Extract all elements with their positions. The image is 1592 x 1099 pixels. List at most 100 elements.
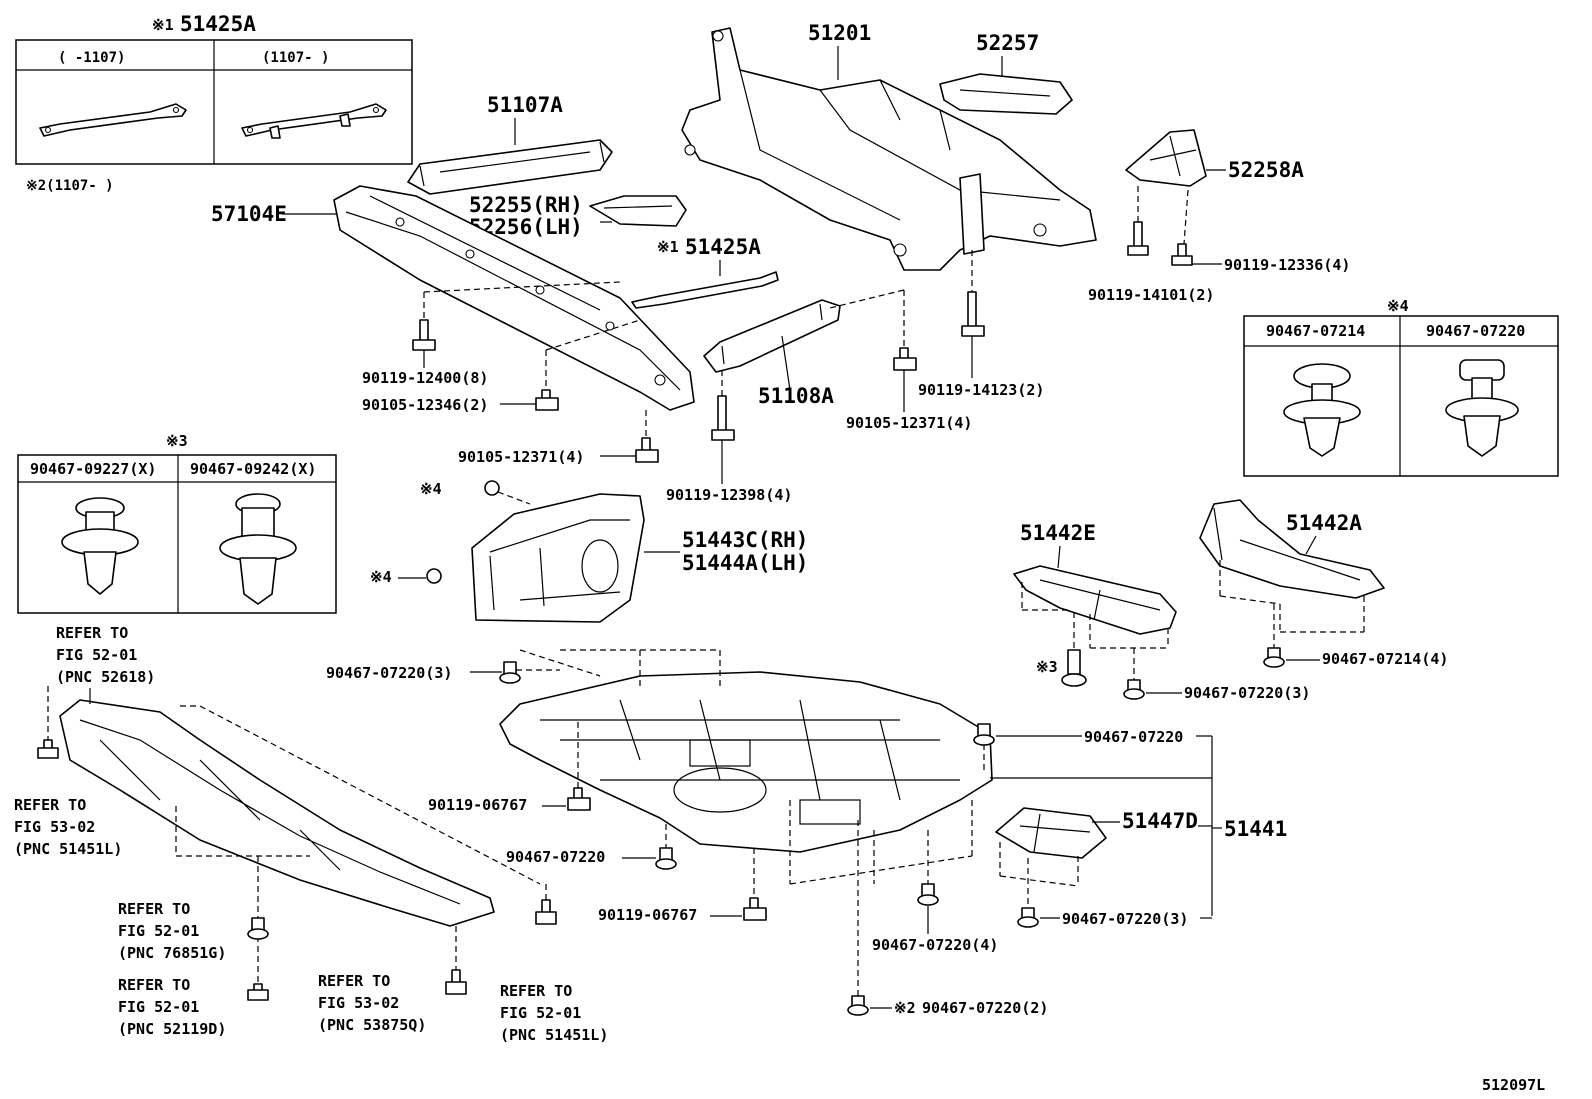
ref-51451L-left-line2: FIG 53-02 — [14, 818, 95, 836]
brace-52255 — [589, 195, 687, 227]
ref-76851G-line2: FIG 52-01 — [118, 922, 199, 940]
part-51442A: 51442A 90467-07214(4) — [1199, 499, 1448, 668]
bolt-90119-06767-a — [567, 787, 591, 811]
bolt-90119-06767-b — [743, 897, 767, 921]
label-90119-14123: 90119-14123(2) — [918, 381, 1044, 399]
inset-clip4: ※4 90467-07214 90467-07220 — [1243, 297, 1559, 477]
label-52257: 52257 — [976, 31, 1039, 55]
label-90467-07214-4: 90467-07214(4) — [1322, 650, 1448, 668]
label-51425A: 51425A — [685, 235, 761, 259]
label-90105-12371-right: 90105-12371(4) — [846, 414, 972, 432]
clip-90467-07214-4 — [1263, 647, 1285, 668]
inset-51425A-note: ※2(1107- ) — [26, 178, 114, 194]
inset-51425A-mark: ※1 — [152, 16, 174, 34]
part-51107A: 51107A — [407, 93, 613, 195]
label-57104E: 57104E — [211, 202, 287, 226]
label-51441: 51441 — [1224, 817, 1287, 841]
label-90467-07220-3c: 90467-07220(3) — [1062, 910, 1188, 928]
label-90467-07220-4: 90467-07220(4) — [872, 936, 998, 954]
reference-51451L-right: REFER TO FIG 52-01 (PNC 51451L) — [500, 982, 608, 1044]
clip-90467-07220-3b — [1123, 679, 1145, 700]
bolt-90105-12371-left — [635, 437, 659, 463]
bracket-51425A — [631, 271, 779, 309]
ref-76851G-line3: (PNC 76851G) — [118, 944, 226, 962]
bolt-90105-12371-right — [893, 347, 917, 371]
bumper-lower-cover — [59, 699, 495, 927]
label-51442E: 51442E — [1020, 521, 1096, 545]
inset-clip4-frame — [1243, 315, 1559, 477]
ref-51451L-left-line3: (PNC 51451L) — [14, 840, 122, 858]
clip-mark3 — [1061, 649, 1087, 687]
figure-id: 512097L — [1482, 1076, 1545, 1094]
clip-90467-07220-right — [973, 723, 995, 746]
ref-52119D-line1: REFER TO — [118, 976, 190, 994]
ref-51451L-right-line2: FIG 52-01 — [500, 1004, 581, 1022]
bolt-90119-14123 — [961, 291, 985, 337]
reinforcement-51108A — [703, 299, 841, 373]
inset-clip4-mark: ※4 — [1387, 297, 1409, 315]
inset-clip4-col-right: 90467-07220 — [1426, 322, 1525, 340]
part-51201: 51201 — [681, 21, 1097, 271]
inset-51425A-part-number: 51425A — [180, 12, 256, 36]
reference-76851G: REFER TO FIG 52-01 (PNC 76851G) — [118, 900, 226, 962]
inset-clip3-col-left: 90467-09227(X) — [30, 460, 156, 478]
label-90119-14101: 90119-14101(2) — [1088, 286, 1214, 304]
under-cover-51441 — [499, 671, 993, 853]
label-90119-12400: 90119-12400(8) — [362, 369, 488, 387]
part-51443C-51444A: ※4 ※4 51443C(RH) 51444A(LH) — [370, 480, 808, 623]
subframe-51201 — [681, 27, 1097, 271]
reference-52119D: REFER TO FIG 52-01 (PNC 52119D) — [118, 976, 226, 1038]
clip-90467-07220-3c — [1017, 907, 1039, 928]
clip-90467-07220-3a — [499, 661, 521, 684]
clip-90467-09227-drawing — [61, 497, 139, 595]
label-51108A: 51108A — [758, 384, 834, 408]
bumper-cover-assembly: REFER TO FIG 52-01 (PNC 52618) REFER TO … — [14, 624, 608, 1044]
bracket-early-drawing — [39, 103, 187, 137]
ref-51451L-right-line3: (PNC 51451L) — [500, 1026, 608, 1044]
clip-mark4-upper — [484, 480, 500, 496]
label-51442A: 51442A — [1286, 511, 1362, 535]
inset-clip3-mark: ※3 — [166, 432, 188, 450]
label-mark3: ※3 — [1036, 658, 1058, 676]
label-51443C: 51443C(RH) — [682, 528, 808, 552]
bracket-52258A — [1125, 129, 1207, 187]
clip-90467-07220-2 — [847, 995, 869, 1016]
ref-52618-line1: REFER TO — [56, 624, 128, 642]
ref-52618-line2: FIG 52-01 — [56, 646, 137, 664]
clip-90467-07214-drawing — [1283, 363, 1361, 457]
label-90119-06767-b: 90119-06767 — [598, 906, 697, 924]
part-51425A: ※1 51425A — [631, 235, 779, 309]
bolt-ref-51451L-left — [37, 739, 59, 759]
reference-52618: REFER TO FIG 52-01 (PNC 52618) — [56, 624, 155, 704]
bracket-late-drawing — [241, 103, 387, 139]
inset-51425A-col-left: ( -1107) — [58, 50, 125, 66]
clip-90467-07220-4 — [917, 883, 939, 906]
ref-76851G-line1: REFER TO — [118, 900, 190, 918]
inset-51425A-col-right: (1107- ) — [262, 50, 329, 66]
reinforcement-51107A — [407, 139, 613, 195]
ref-51451L-right-line1: REFER TO — [500, 982, 572, 1000]
cover-51442E — [1013, 565, 1177, 635]
part-52255-52256: 52255(RH) 52256(LH) — [469, 193, 687, 239]
label-90105-12371-left: 90105-12371(4) — [458, 448, 584, 466]
part-51108A: 51108A — [703, 299, 841, 408]
clip-90467-09242-drawing — [219, 493, 297, 605]
brace-52257 — [939, 73, 1073, 115]
label-52258A: 52258A — [1228, 158, 1304, 182]
bolt-ref-53875Q — [445, 969, 467, 995]
label-mark2: ※2 — [894, 999, 916, 1017]
ref-53875Q-line2: FIG 53-02 — [318, 994, 399, 1012]
label-51201: 51201 — [808, 21, 871, 45]
fastener-group-lower: 90467-07220(3) 90467-07220 90119-06767 9… — [326, 661, 1213, 1017]
inset-clip3-col-right: 90467-09242(X) — [190, 460, 316, 478]
label-mark4-lower: ※4 — [370, 568, 392, 586]
label-90105-12346: 90105-12346(2) — [362, 396, 488, 414]
clip-ref-76851G — [247, 917, 269, 940]
ref-52119D-line3: (PNC 52119D) — [118, 1020, 226, 1038]
bolt-ref-51451L-right — [535, 899, 557, 925]
ref-53875Q-line3: (PNC 53875Q) — [318, 1016, 426, 1034]
label-51425A-mark: ※1 — [657, 238, 679, 256]
ref-53875Q-line1: REFER TO — [318, 972, 390, 990]
